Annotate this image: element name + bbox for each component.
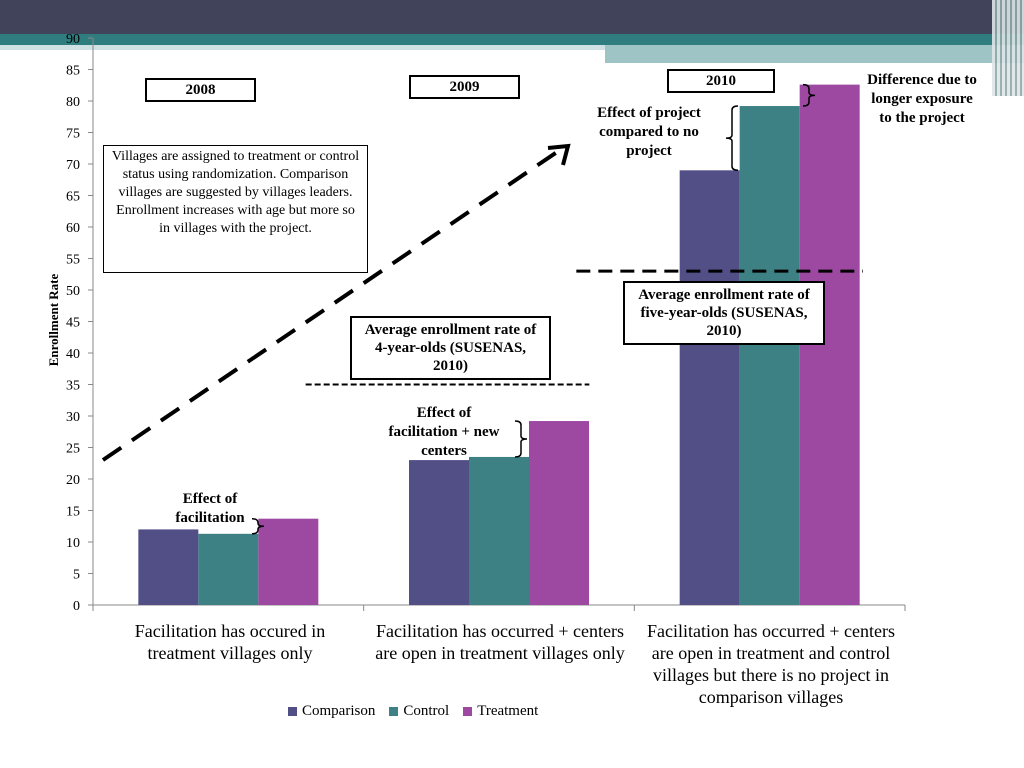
y-tick-label: 60	[66, 221, 80, 236]
bar-control-1	[198, 533, 259, 605]
brace-difference-exposure	[802, 83, 816, 107]
corner-stripes	[992, 0, 1024, 96]
header-light-stripe	[0, 45, 605, 50]
legend-label-comparison: Comparison	[302, 703, 376, 719]
annotation-effect-facilitation-centers: Effect of facilitation + new centers	[388, 405, 500, 459]
legend-item-comparison: Comparison	[288, 703, 375, 720]
reference-label-5yo: Average enrollment rate of five-year-old…	[623, 281, 825, 345]
annotation-effect-project: Effect of project compared to no project	[597, 105, 701, 159]
category-label-3: Facilitation has occurred + centers are …	[646, 621, 896, 707]
trend-arrow-head	[547, 143, 571, 166]
y-tick-label: 85	[66, 64, 80, 79]
annotation-effect-facilitation: Effect of facilitation	[175, 491, 245, 526]
category-label-1: Facilitation has occured in treatment vi…	[134, 621, 326, 663]
y-tick-label: 15	[66, 505, 80, 520]
brace-effect-facilitation	[251, 517, 265, 535]
y-tick-label: 65	[66, 190, 80, 205]
y-tick-label: 55	[66, 253, 80, 268]
reference-label-4yo: Average enrollment rate of 4-year-olds (…	[350, 316, 551, 380]
randomization-note: Villages are assigned to treatment or co…	[103, 145, 368, 273]
y-tick-label: 45	[66, 316, 80, 331]
y-tick-label: 50	[66, 284, 80, 299]
legend-swatch-treatment	[463, 707, 473, 716]
y-tick-label: 90	[66, 32, 80, 47]
header-accent-bar	[0, 34, 1024, 45]
legend-swatch-comparison	[288, 707, 297, 716]
bar-control-3	[739, 106, 800, 605]
header-bar	[0, 0, 1024, 34]
bar-comparison-1	[138, 529, 199, 605]
y-tick-label: 75	[66, 127, 80, 142]
y-tick-label: 80	[66, 95, 80, 110]
chart-overlay	[101, 83, 863, 535]
year-label-2008: 2008	[145, 78, 256, 102]
bar-comparison-2	[409, 460, 469, 605]
chart-bars	[138, 84, 860, 606]
chart-legend: Comparison Control Treatment	[288, 703, 538, 720]
legend-swatch-control	[389, 707, 399, 716]
header-light-bar	[605, 45, 1024, 63]
legend-item-treatment: Treatment	[463, 703, 538, 720]
y-tick-label: 30	[66, 410, 80, 425]
legend-label-treatment: Treatment	[477, 703, 539, 719]
bar-treatment-2	[529, 421, 589, 605]
trend-arrow-line	[101, 148, 562, 462]
bar-control-2	[469, 456, 529, 605]
y-axis-label: Enrollment Rate	[46, 273, 61, 366]
brace-effect-project	[725, 105, 739, 172]
y-tick-label: 40	[66, 347, 80, 362]
y-tick-label: 10	[66, 536, 80, 551]
y-tick-label: 5	[73, 568, 80, 583]
annotation-difference-exposure: Difference due to longer exposure to the…	[867, 72, 977, 126]
y-tick-label: 20	[66, 473, 80, 488]
bar-treatment-1	[258, 518, 319, 605]
category-label-2: Facilitation has occurred + centers are …	[375, 621, 625, 663]
y-tick-label: 35	[66, 379, 80, 394]
legend-item-control: Control	[389, 703, 449, 720]
bar-comparison-3	[679, 170, 740, 606]
y-tick-label: 0	[73, 599, 80, 614]
y-tick-label: 25	[66, 442, 80, 457]
legend-label-control: Control	[403, 703, 450, 719]
year-label-2009: 2009	[409, 75, 520, 99]
y-tick-label: 70	[66, 158, 80, 173]
year-label-2010: 2010	[667, 69, 775, 93]
brace-effect-facilitation-centers	[514, 420, 528, 458]
